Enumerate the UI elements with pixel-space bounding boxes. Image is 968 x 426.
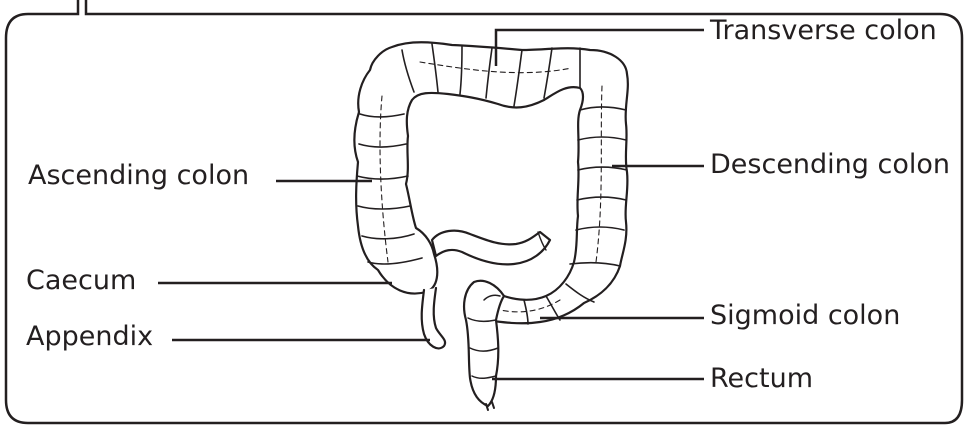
colon-illustration (354, 42, 628, 410)
label-caecum: Caecum (26, 265, 136, 297)
colon-outer-contour (354, 42, 628, 323)
label-appendix: Appendix (26, 321, 153, 353)
label-sigmoid-colon: Sigmoid colon (710, 300, 900, 332)
ileum-shape (432, 231, 550, 265)
label-ascending-colon: Ascending colon (28, 160, 249, 192)
label-rectum: Rectum (710, 363, 813, 395)
label-descending-colon: Descending colon (710, 149, 950, 181)
label-transverse-colon: Transverse colon (710, 15, 937, 47)
